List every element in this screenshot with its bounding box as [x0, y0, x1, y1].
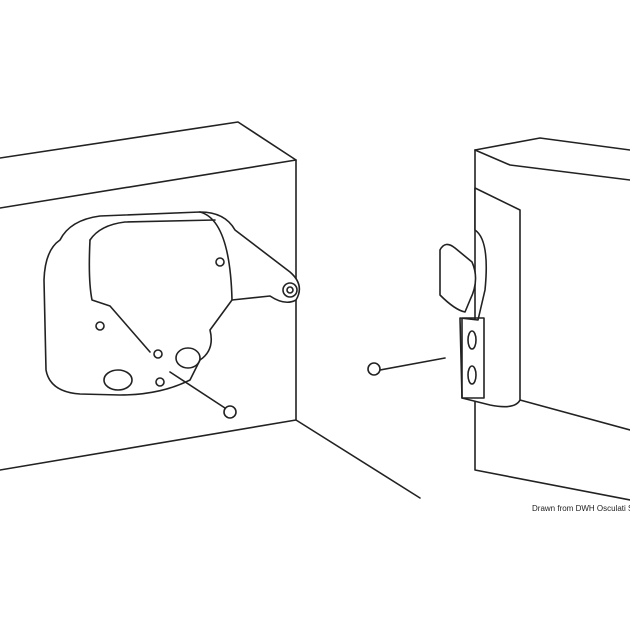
catch-bracket — [367, 187, 521, 408]
latch-unit — [43, 211, 301, 419]
right-block — [474, 137, 630, 501]
left-block — [0, 121, 421, 499]
credit-caption: Drawn from DWH Osculati Srl — [532, 504, 630, 513]
